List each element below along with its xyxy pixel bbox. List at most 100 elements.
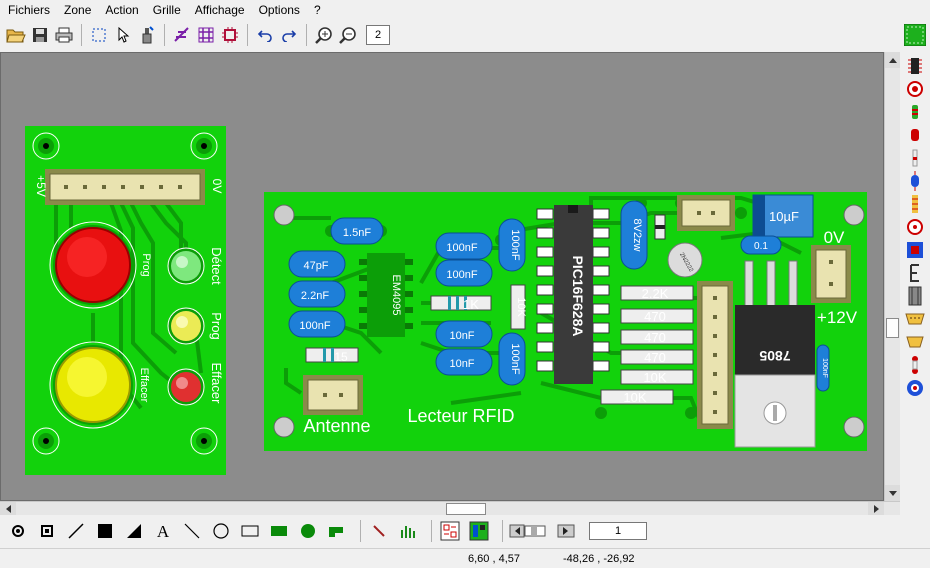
component-library-icon[interactable]: [396, 519, 420, 543]
transistor-2n2222[interactable]: 2N2222: [667, 242, 703, 278]
resistor-1k[interactable]: 1K: [430, 295, 492, 312]
cap-0-1[interactable]: 0.1: [740, 235, 782, 255]
capacitor-blue-icon[interactable]: [904, 170, 926, 191]
menu-help[interactable]: ?: [313, 3, 321, 17]
pcb-canvas[interactable]: +5V 0V Prog Effacer: [0, 52, 884, 501]
layer-top-icon[interactable]: [438, 519, 462, 543]
save-icon[interactable]: [28, 23, 52, 47]
filled-rect-green-icon[interactable]: [267, 519, 291, 543]
board-left[interactable]: +5V 0V Prog Effacer: [25, 126, 226, 475]
route-icon[interactable]: [170, 23, 194, 47]
resistor-10k-a[interactable]: 10K: [620, 369, 694, 385]
menu-fichiers[interactable]: Fichiers: [8, 3, 51, 17]
regulator-7805[interactable]: 7805: [734, 260, 816, 448]
nav-first-icon[interactable]: [509, 519, 549, 543]
text-icon[interactable]: A: [151, 519, 175, 543]
ic-dip-icon[interactable]: [904, 55, 926, 76]
led-red[interactable]: [167, 368, 205, 406]
horizontal-scrollbar[interactable]: [0, 501, 900, 516]
ic-pic16f628a[interactable]: PIC16F628A: [536, 205, 610, 384]
led-icon[interactable]: [904, 216, 926, 237]
scroll-left-arrow-icon[interactable]: [0, 502, 16, 516]
resistor-15[interactable]: 15: [305, 347, 359, 364]
sub-d-small-icon[interactable]: [904, 331, 926, 352]
cap-100nf-d[interactable]: 100nF: [498, 218, 526, 272]
resistor-10k-v[interactable]: 10K: [510, 284, 527, 330]
print-icon[interactable]: [52, 23, 76, 47]
resistor-470-b[interactable]: 470: [620, 329, 694, 345]
vertical-scrollbar[interactable]: [884, 52, 901, 515]
circle-icon[interactable]: [209, 519, 233, 543]
open-folder-icon[interactable]: [4, 23, 28, 47]
layer-bottom-icon[interactable]: [467, 519, 491, 543]
zoom-in-icon[interactable]: [312, 23, 336, 47]
diagonal-line-icon[interactable]: [180, 519, 204, 543]
cap-47pf[interactable]: 47pF: [288, 250, 346, 278]
push-button-yellow[interactable]: [49, 341, 137, 429]
zener-diode[interactable]: 8V2zw: [620, 200, 648, 270]
resistor-icon[interactable]: [904, 101, 926, 122]
undo-icon[interactable]: [253, 23, 277, 47]
triangle-icon[interactable]: [122, 519, 146, 543]
cap-2-2nf[interactable]: 2.2nF: [288, 280, 346, 308]
grid-icon[interactable]: [194, 23, 218, 47]
filled-rect-icon[interactable]: [93, 519, 117, 543]
capacitor-icon[interactable]: [904, 124, 926, 145]
tool-icon[interactable]: [135, 23, 159, 47]
resistor-10k-b[interactable]: 10K: [600, 389, 674, 405]
cap-10nf-b[interactable]: 10nF: [435, 348, 493, 376]
push-button-red[interactable]: [49, 221, 137, 309]
cap-100nf-c[interactable]: 100nF: [435, 259, 493, 287]
redo-icon[interactable]: [277, 23, 301, 47]
ic-em4095[interactable]: EM4095: [359, 253, 413, 337]
component-icon[interactable]: [218, 23, 242, 47]
connector-vertical-8pin[interactable]: [697, 281, 733, 429]
scroll-up-arrow-icon[interactable]: [885, 52, 901, 68]
connector-block-icon[interactable]: [904, 285, 926, 306]
cap-1-5nf[interactable]: 1.5nF: [330, 217, 384, 245]
pen-icon[interactable]: [367, 519, 391, 543]
fuse-icon[interactable]: [904, 354, 926, 375]
menu-zone[interactable]: Zone: [64, 3, 92, 17]
resistor-array-icon[interactable]: [904, 193, 926, 214]
relay-icon[interactable]: [904, 377, 926, 398]
sub-d-icon[interactable]: [904, 308, 926, 329]
cap-100nf-f[interactable]: 100nF: [816, 344, 830, 392]
transistor-icon[interactable]: [904, 78, 926, 99]
led-green[interactable]: [167, 247, 205, 285]
resistor-470-c[interactable]: 470: [620, 349, 694, 365]
horizontal-scroll-thumb[interactable]: [446, 503, 486, 515]
board-right[interactable]: EM4095 PIC16F628A 1.5nF 47pF 2.2nF 100nF: [264, 192, 867, 451]
scroll-right-arrow-icon[interactable]: [868, 502, 884, 516]
zoom-out-icon[interactable]: [336, 23, 360, 47]
page-number-field[interactable]: 1: [589, 522, 647, 540]
header-connector-left[interactable]: [45, 169, 205, 205]
chip-icon[interactable]: [904, 239, 926, 260]
select-rect-icon[interactable]: [87, 23, 111, 47]
cap-100nf-b[interactable]: 100nF: [435, 232, 493, 260]
cap-10nf-a[interactable]: 10nF: [435, 320, 493, 348]
cap-100nf-a[interactable]: 100nF: [288, 310, 346, 338]
resistor-470-a[interactable]: 470: [620, 308, 694, 324]
cap-100nf-e[interactable]: 100nF: [498, 332, 526, 386]
connector-e-icon[interactable]: [904, 262, 926, 283]
pad-square-icon[interactable]: [35, 519, 59, 543]
nav-next-icon[interactable]: [554, 519, 578, 543]
scroll-down-arrow-icon[interactable]: [885, 485, 901, 501]
led-yellow[interactable]: [167, 307, 205, 345]
filled-circle-icon[interactable]: [296, 519, 320, 543]
connector-power[interactable]: [811, 245, 851, 303]
menu-grille[interactable]: Grille: [152, 3, 181, 17]
diode-small[interactable]: [654, 214, 666, 240]
menu-affichage[interactable]: Affichage: [194, 3, 245, 17]
line-icon[interactable]: [64, 519, 88, 543]
menu-options[interactable]: Options: [258, 3, 300, 17]
zoom-level-field[interactable]: 2: [366, 25, 390, 45]
vertical-scroll-thumb[interactable]: [886, 318, 899, 338]
rectangle-icon[interactable]: [238, 519, 262, 543]
connector-icon[interactable]: [325, 519, 349, 543]
connector-antenna[interactable]: [303, 375, 363, 415]
pad-round-icon[interactable]: [6, 519, 30, 543]
pointer-icon[interactable]: [111, 23, 135, 47]
connector-top-2pin[interactable]: [677, 195, 735, 231]
